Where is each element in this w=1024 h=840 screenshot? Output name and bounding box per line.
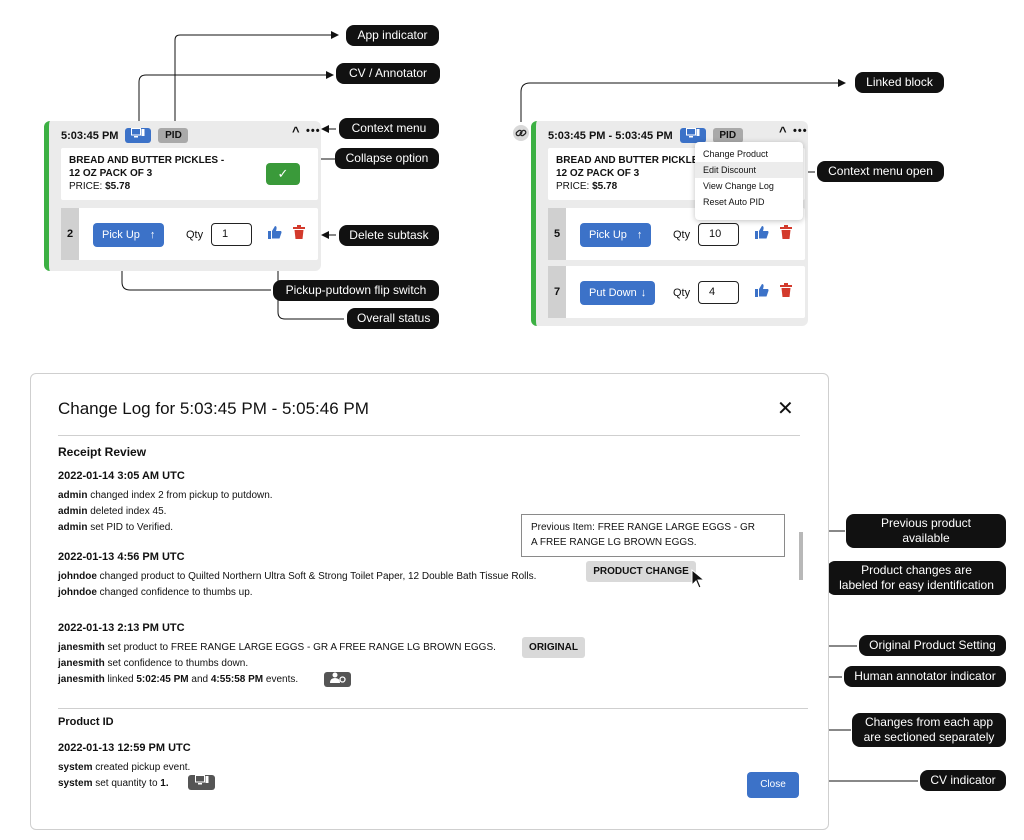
log-line: admin deleted index 45. <box>58 506 167 517</box>
annotation-cv-annotator: CV / Annotator <box>336 63 440 84</box>
card-header: 5:03:45 PM PID <box>61 128 189 143</box>
event-time: 5:03:45 PM <box>61 129 119 142</box>
section-receipt-review: Receipt Review <box>58 445 147 459</box>
close-button[interactable]: Close <box>747 772 799 798</box>
thumbs-up-icon[interactable] <box>268 225 282 242</box>
delete-subtask-trash-icon[interactable] <box>780 283 792 302</box>
original-badge[interactable]: ORIGINAL <box>522 637 585 658</box>
log-line: janesmith set confidence to thumbs down. <box>58 658 249 669</box>
subtask-index: 2 <box>61 208 79 260</box>
arrow-up-icon: ↑ <box>636 229 643 241</box>
pickup-putdown-flip-switch[interactable]: Pick Up ↑ <box>93 223 165 247</box>
arrow-up-icon: ↑ <box>149 229 156 241</box>
log-line: janesmith linked 5:02:45 PM and 4:55:58 … <box>58 674 299 685</box>
log-line: system created pickup event. <box>58 762 191 773</box>
pid-app-indicator[interactable]: PID <box>158 128 189 143</box>
change-log-modal: Change Log for 5:03:45 PM - 5:05:46 PM ✕… <box>30 373 829 830</box>
menu-item-view-change-log[interactable]: View Change Log <box>703 181 774 191</box>
annotation-previous-product: Previous product available to view on ho… <box>846 514 1006 560</box>
overall-status-check-button[interactable]: ✓ <box>266 163 300 185</box>
monitor-icon <box>685 128 700 138</box>
log-line: janesmith set product to FREE RANGE LARG… <box>58 642 496 653</box>
cv-app-indicator[interactable] <box>679 128 706 143</box>
subtask-index: 5 <box>548 208 566 260</box>
cv-app-indicator[interactable] <box>125 128 152 143</box>
divider <box>58 708 808 709</box>
product-change-badge[interactable]: PRODUCT CHANGE <box>586 561 696 582</box>
log-line: johndoe changed confidence to thumbs up. <box>58 587 253 598</box>
qty-label: Qty <box>673 287 691 299</box>
qty-label: Qty <box>673 229 691 241</box>
thumbs-up-icon[interactable] <box>755 225 769 242</box>
collapse-icon[interactable]: ^ <box>779 124 788 139</box>
annotation-flip-switch: Pickup-putdown flip switch <box>273 280 439 301</box>
annotation-context-menu: Context menu <box>339 118 439 139</box>
log-timestamp: 2022-01-13 12:59 PM UTC <box>58 742 191 754</box>
pid-app-indicator[interactable]: PID <box>712 128 743 143</box>
log-timestamp: 2022-01-13 2:13 PM UTC <box>58 622 185 634</box>
human-annotator-icon <box>324 672 351 687</box>
linked-block-chain-icon[interactable] <box>513 125 529 141</box>
section-product-id: Product ID <box>58 716 114 728</box>
card-header: 5:03:45 PM - 5:03:45 PM PID <box>548 128 743 143</box>
annotation-linked-block: Linked block <box>855 72 944 93</box>
modal-title: Change Log for 5:03:45 PM - 5:05:46 PM <box>58 399 369 418</box>
qty-input[interactable]: 4 <box>698 281 739 304</box>
delete-subtask-trash-icon[interactable] <box>293 225 305 244</box>
log-line: admin set PID to Verified. <box>58 522 174 533</box>
thumbs-up-icon[interactable] <box>755 283 769 300</box>
subtask-index: 7 <box>548 266 566 318</box>
previous-product-tooltip: Previous Item: FREE RANGE LARGE EGGS - G… <box>521 514 785 557</box>
product-price: PRICE: $5.78 <box>69 181 131 192</box>
annotation-labeled-changes: Product changes are labeled for easy ide… <box>827 561 1006 595</box>
product-price: PRICE: $5.78 <box>556 181 618 192</box>
log-line: admin changed index 2 from pickup to put… <box>58 490 273 501</box>
task-card: 5:03:45 PM PID ^ ••• BREAD AND BUTTER PI… <box>44 121 321 271</box>
close-icon[interactable]: ✕ <box>777 398 794 420</box>
pickup-putdown-flip-switch[interactable]: Put Down ↓ <box>580 281 656 305</box>
menu-item-change-product[interactable]: Change Product <box>703 149 769 159</box>
monitor-icon <box>131 128 145 138</box>
annotation-app-indicator: App indicator <box>346 25 439 46</box>
qty-input[interactable]: 10 <box>698 223 739 246</box>
annotation-original-setting: Original Product Setting <box>859 635 1006 656</box>
annotation-cv-indicator: CV indicator <box>920 770 1006 791</box>
divider <box>58 435 800 436</box>
product-name-line2: 12 OZ PACK OF 3 <box>69 168 153 179</box>
cv-monitor-icon <box>188 775 215 790</box>
event-time-range: 5:03:45 PM - 5:03:45 PM <box>548 129 673 142</box>
annotation-context-menu-open: Context menu open <box>817 161 944 182</box>
delete-subtask-trash-icon[interactable] <box>780 225 792 244</box>
mouse-cursor-icon <box>691 569 706 589</box>
log-timestamp: 2022-01-13 4:56 PM UTC <box>58 551 185 563</box>
qty-input[interactable]: 1 <box>211 223 252 246</box>
product-name-line2: 12 OZ PACK OF 3 <box>556 168 640 179</box>
scrollbar[interactable] <box>799 532 803 580</box>
product-name-line1: BREAD AND BUTTER PICKLE <box>556 155 699 166</box>
menu-item-edit-discount[interactable]: Edit Discount <box>695 162 803 178</box>
log-line: johndoe changed product to Quilted North… <box>58 571 537 582</box>
qty-label: Qty <box>186 229 204 241</box>
log-line: system set quantity to 1. <box>58 778 169 789</box>
log-timestamp: 2022-01-14 3:05 AM UTC <box>58 470 185 482</box>
annotation-sectioned: Changes from each app are sectioned sepa… <box>852 713 1006 747</box>
pickup-putdown-flip-switch[interactable]: Pick Up ↑ <box>580 223 652 247</box>
context-menu-dropdown: Change Product Edit Discount View Change… <box>695 142 803 220</box>
annotation-human-indicator: Human annotator indicator <box>844 666 1006 687</box>
arrow-down-icon: ↓ <box>640 287 647 299</box>
subtask-row: 2 Pick Up ↑ Qty 1 <box>61 208 318 260</box>
more-options-icon[interactable]: ••• <box>306 125 321 137</box>
menu-item-reset-auto-pid[interactable]: Reset Auto PID <box>703 197 765 207</box>
annotation-overall-status: Overall status <box>347 308 439 329</box>
collapse-icon[interactable]: ^ <box>292 124 301 139</box>
more-options-icon[interactable]: ••• <box>793 125 808 137</box>
product-name-line1: BREAD AND BUTTER PICKLES - <box>69 155 225 166</box>
annotation-delete-subtask: Delete subtask <box>339 225 439 246</box>
subtask-row: 7 Put Down ↓ Qty 4 <box>548 266 805 318</box>
annotation-collapse-option: Collapse option <box>335 148 439 169</box>
